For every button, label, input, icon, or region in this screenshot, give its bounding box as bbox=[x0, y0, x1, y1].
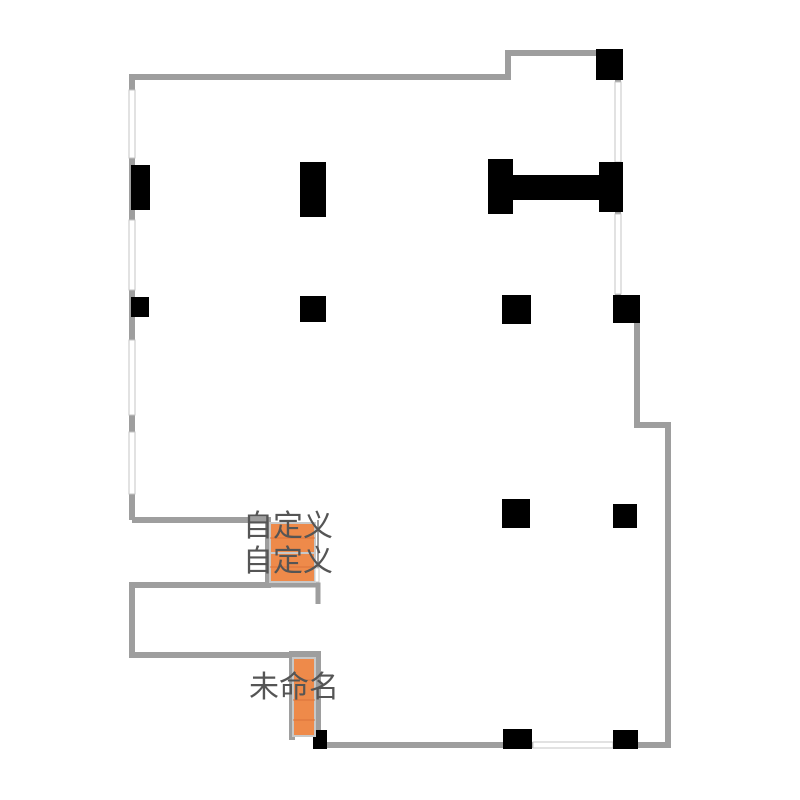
column bbox=[502, 499, 530, 528]
column bbox=[503, 729, 532, 749]
window-left-3 bbox=[128, 339, 136, 416]
window-right-2 bbox=[614, 213, 622, 295]
beam bbox=[513, 175, 599, 200]
window-bottom-1 bbox=[532, 741, 614, 749]
room-unnamed bbox=[292, 657, 316, 737]
column bbox=[131, 165, 150, 210]
column bbox=[613, 295, 640, 323]
column bbox=[596, 49, 623, 80]
floor-texture bbox=[270, 537, 315, 721]
door-sliver bbox=[314, 567, 320, 583]
column bbox=[300, 296, 326, 322]
column bbox=[599, 162, 623, 212]
column bbox=[313, 730, 327, 749]
column bbox=[300, 162, 326, 217]
window-left-2 bbox=[128, 219, 136, 291]
columns bbox=[131, 49, 640, 749]
exterior-walls bbox=[129, 50, 671, 748]
column bbox=[613, 730, 638, 749]
column bbox=[502, 295, 531, 324]
column bbox=[131, 297, 149, 317]
label-unnamed: 未命名 bbox=[249, 670, 339, 705]
room-labels: 自定义 自定义 未命名 bbox=[243, 509, 339, 705]
column bbox=[488, 159, 513, 214]
small-rooms bbox=[269, 522, 320, 737]
label-custom-bottom: 自定义 bbox=[243, 544, 333, 579]
window-left-4 bbox=[128, 431, 136, 495]
wall-bay-inner bbox=[268, 582, 321, 604]
column bbox=[613, 504, 637, 528]
window-left-1 bbox=[128, 89, 136, 159]
wall-left-lower bbox=[129, 517, 292, 658]
wall-main-outline bbox=[129, 50, 671, 748]
window-right-1 bbox=[614, 81, 622, 163]
windows bbox=[128, 81, 622, 749]
label-custom-top: 自定义 bbox=[243, 509, 333, 544]
